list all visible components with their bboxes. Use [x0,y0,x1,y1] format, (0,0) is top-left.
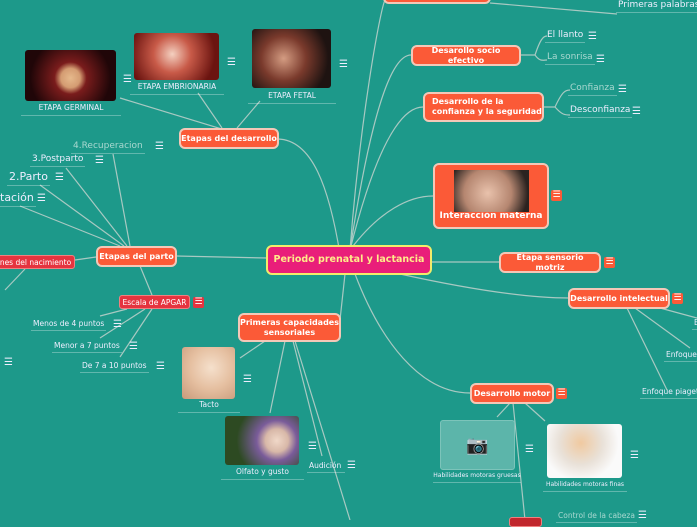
leaf-e[interactable]: E [692,318,697,330]
label-etapa-embrionaria[interactable]: ETAPA EMBRIONARIA [130,82,224,95]
camera-icon[interactable]: 📷 [440,420,515,470]
notes-icon[interactable]: ☰ [95,155,104,166]
notes-icon[interactable]: ☰ [156,361,165,372]
tacto-image [182,347,235,399]
partial-red-node[interactable] [509,517,542,527]
node-interaccion-materna[interactable]: Interacción materna [433,163,549,229]
label-motoras-gruesas[interactable]: Habilidades motoras gruesas [433,472,521,483]
leaf-recuperacion[interactable]: 4.Recuperacion [71,141,145,154]
leaf-la-sonrisa[interactable]: La sonrisa [545,52,595,65]
notes-icon[interactable]: ☰ [308,441,317,452]
notes-icon[interactable]: ☰ [129,341,138,352]
notes-icon[interactable]: ☰ [55,172,64,183]
node-escala-apgar[interactable]: Escala de APGAR [119,295,190,309]
notes-icon[interactable]: ☰ [604,257,615,268]
label-etapa-fetal[interactable]: ETAPA FETAL [248,91,336,104]
label-tacto[interactable]: Tacto [178,400,240,413]
leaf-menos-4[interactable]: Menos de 4 puntos [31,319,107,331]
node-confianza-seguridad[interactable]: Desarrollo de la confianza y la segurida… [423,92,544,122]
partial-top-node[interactable] [383,0,491,4]
node-label: Interacción materna [439,211,543,222]
label-etapa-germinal[interactable]: ETAPA GERMINAL [21,103,121,116]
leaf-postparto[interactable]: 3.Postparto [30,154,86,167]
notes-icon[interactable]: ☰ [596,54,605,65]
leaf-menor-7[interactable]: Menor a 7 puntos [52,341,122,353]
central-node[interactable]: Periodo prenatal y lactancia [266,245,432,275]
fetal-image [252,29,331,88]
notes-icon[interactable]: ☰ [37,193,46,204]
node-nacimiento[interactable]: nes del nacimiento [0,255,75,269]
notes-icon[interactable]: ☰ [243,374,252,385]
notes-icon[interactable]: ☰ [123,74,132,85]
notes-icon[interactable]: ☰ [339,59,348,70]
notes-icon[interactable]: ☰ [630,450,639,461]
notes-icon[interactable]: ☰ [347,460,356,471]
germinal-image [25,50,116,101]
olfato-image [225,416,299,465]
leaf-enfoque-piagetano[interactable]: Enfoque piagetan [640,387,697,399]
leaf-control-cabeza[interactable]: Control de la cabeza [556,511,637,523]
embrionaria-image [134,33,219,80]
leaf-desconfianza[interactable]: Desconfianza [568,105,633,118]
node-etapas-parto[interactable]: Etapas del parto [96,246,177,267]
leaf-audicion[interactable]: Audición [307,461,345,473]
leaf-parto[interactable]: 2.Parto [7,170,50,186]
notes-icon[interactable]: ☰ [551,190,562,201]
notes-icon[interactable]: ☰ [155,141,164,152]
notes-icon[interactable]: ☰ [672,293,683,304]
notes-icon[interactable]: ☰ [113,319,122,330]
node-capacidades-sensoriales[interactable]: Primeras capacidades sensoriales [238,313,341,342]
label-olfato-gusto[interactable]: Olfato y gusto [221,467,304,480]
notes-icon[interactable]: ☰ [193,297,204,308]
notes-icon[interactable]: ☰ [618,84,627,95]
node-etapas-desarrollo[interactable]: Etapas del desarrollo [179,128,279,149]
node-socio-efectivo[interactable]: Desarollo socio efectivo [411,45,521,66]
notes-icon[interactable]: ☰ [588,31,597,42]
node-sensorio-motriz[interactable]: Etapa sensorio motriz [499,252,601,273]
leaf-enfoque-p[interactable]: Enfoque p [664,350,697,362]
leaf-confianza[interactable]: Confianza [568,83,617,96]
baby-image [454,170,529,212]
leaf-el-llanto[interactable]: El llanto [545,30,586,43]
leaf-7-10[interactable]: De 7 a 10 puntos [80,361,149,373]
notes-icon[interactable]: ☰ [556,388,567,399]
node-desarrollo-intelectual[interactable]: Desarrollo intelectual [568,288,670,309]
motoras-finas-image [547,424,622,478]
label-motoras-finas[interactable]: Habilidades motoras finas [543,481,627,492]
notes-icon[interactable]: ☰ [525,444,534,455]
notes-icon[interactable]: ☰ [227,57,236,68]
notes-icon[interactable]: ☰ [638,510,647,521]
leaf-dilatacion[interactable]: tación [0,191,36,207]
leaf-primeras-palabras[interactable]: Primeras palabras [616,0,697,13]
notes-icon[interactable]: ☰ [632,106,641,117]
node-desarrollo-motor[interactable]: Desarrollo motor [470,383,554,404]
notes-icon[interactable]: ☰ [4,357,13,368]
